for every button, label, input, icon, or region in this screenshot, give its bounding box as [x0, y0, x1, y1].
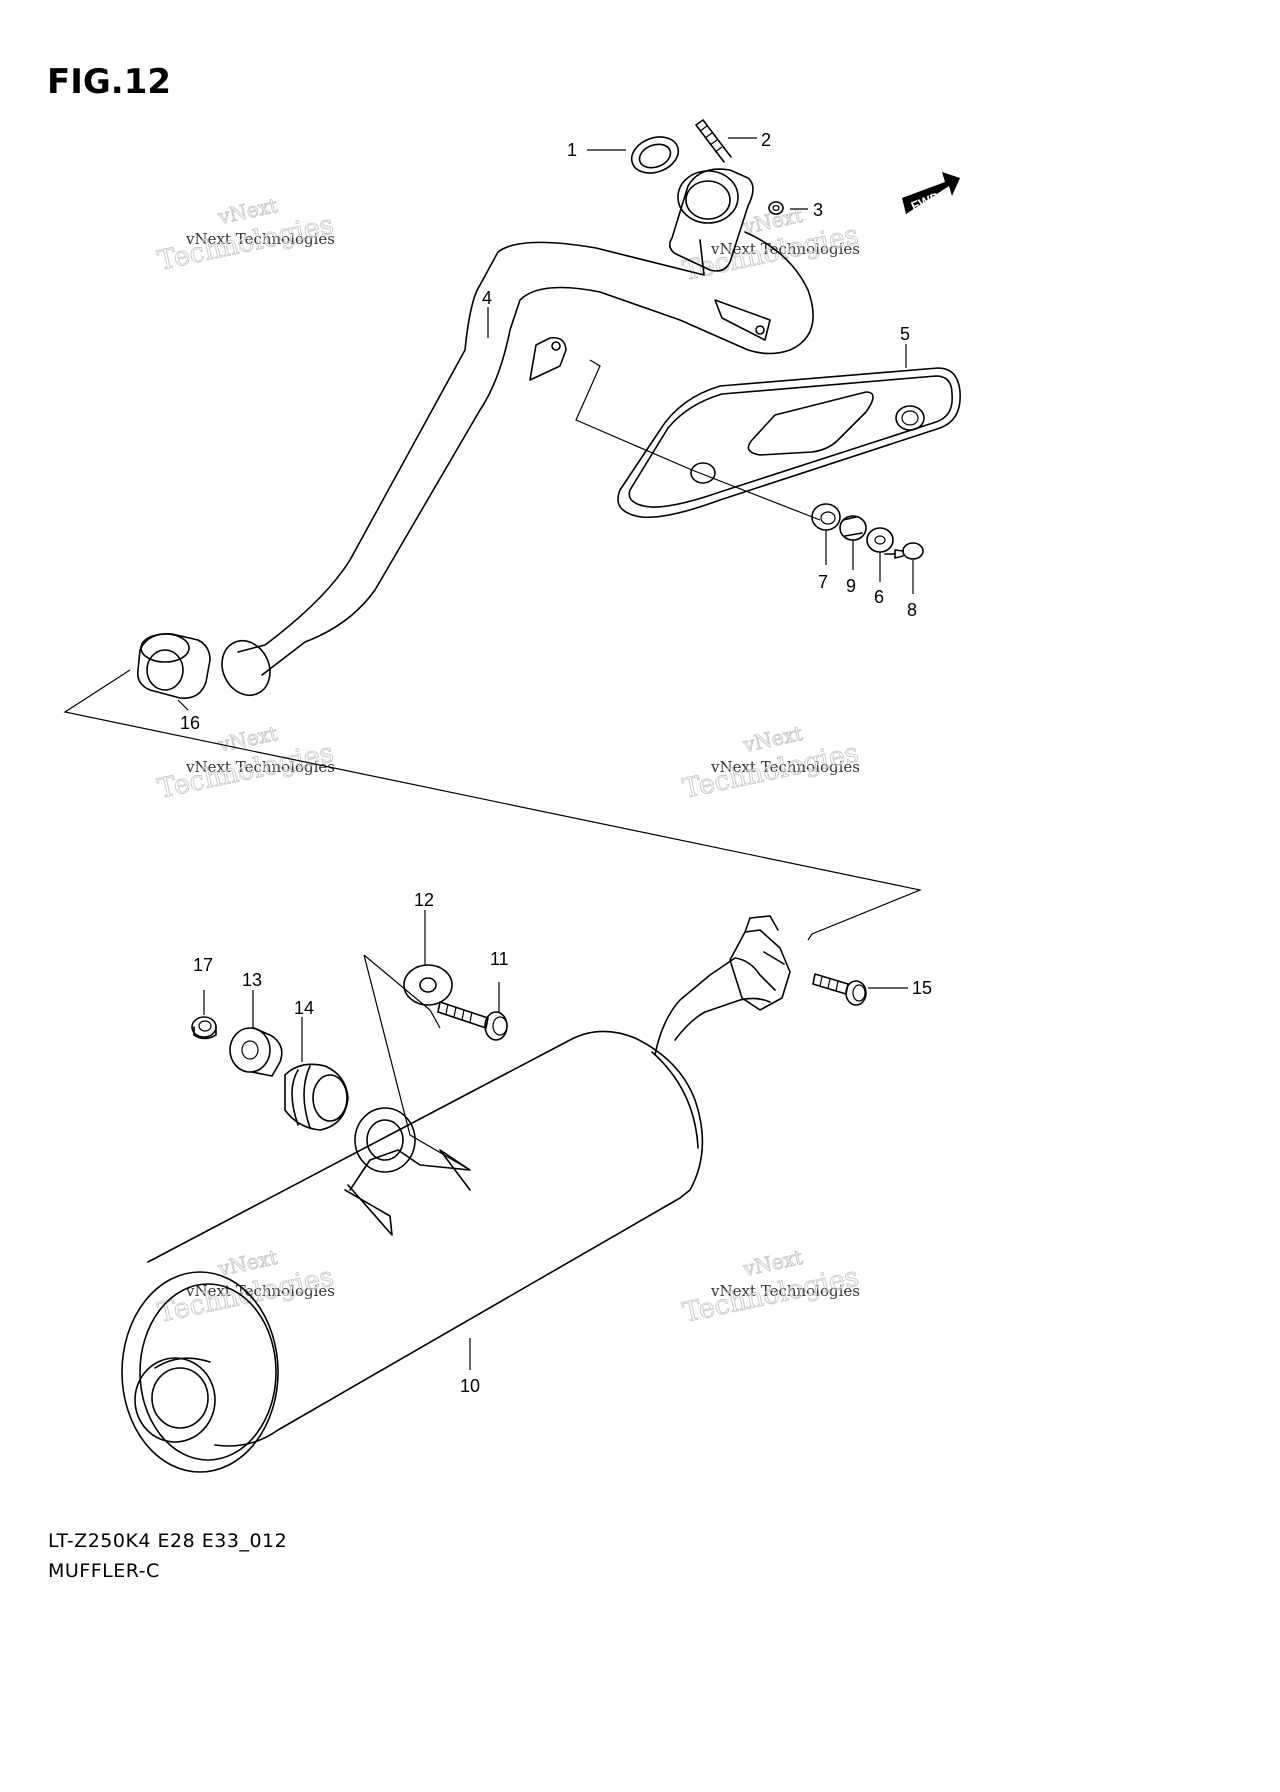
watermark-text: vNext Technologies	[710, 1282, 860, 1300]
callout-9: 9	[846, 576, 856, 596]
part-7-grommet	[811, 503, 841, 531]
watermark-text: vNext Technologies	[710, 758, 860, 776]
callout-numbers: 1 2 3 4 5 6 7 8 9 10 11 12 13 14 15 16 1…	[180, 130, 932, 1396]
callout-3: 3	[813, 200, 823, 220]
watermark-2: vNext vNext Technologies Technologies	[680, 203, 862, 288]
callout-10: 10	[460, 1376, 480, 1396]
callout-13: 13	[242, 970, 262, 990]
part-9-collar	[839, 515, 867, 541]
callout-4: 4	[482, 288, 492, 308]
part-6-washer	[866, 527, 894, 553]
watermark-text: vNext Technologies	[710, 240, 860, 258]
part-14-grommet	[284, 1063, 349, 1131]
leader-lines	[63, 137, 923, 1370]
part-11-bolt	[437, 1001, 508, 1041]
part-2-stud	[695, 119, 732, 163]
part-1-gasket	[630, 136, 680, 174]
callout-17: 17	[193, 955, 213, 975]
part-16-sleeve	[136, 633, 211, 699]
watermark-text: vNext Technologies	[185, 758, 335, 776]
figure-title: FIG.12	[47, 62, 172, 102]
callout-2: 2	[761, 130, 771, 150]
figure-name: MUFFLER-C	[48, 1560, 160, 1582]
callout-1: 1	[567, 140, 577, 160]
part-3-nut	[768, 201, 784, 215]
watermark-6: vNext vNext Technologies Technologies	[680, 1245, 862, 1330]
watermark-1: vNext vNext Technologies Technologies	[155, 193, 337, 278]
part-5-heat-shield	[617, 367, 961, 519]
watermark-4: vNext vNext Technologies Technologies	[680, 721, 862, 806]
figure-code: LT-Z250K4 E28 E33_012	[48, 1530, 288, 1552]
part-15-bolt	[812, 973, 867, 1006]
callout-14: 14	[294, 998, 314, 1018]
callout-15: 15	[912, 978, 932, 998]
fwd-label: FWD	[909, 189, 942, 214]
callout-8: 8	[907, 600, 917, 620]
callout-6: 6	[874, 587, 884, 607]
part-8-bolt	[884, 542, 924, 560]
watermark-5: vNext vNext Technologies Technologies	[155, 1245, 337, 1330]
part-12-washer	[403, 964, 453, 1006]
callout-7: 7	[818, 572, 828, 592]
callout-5: 5	[900, 324, 910, 344]
part-17-nut	[191, 1016, 217, 1040]
callout-12: 12	[414, 890, 434, 910]
part-10-muffler	[121, 915, 791, 1473]
part-13-collar	[229, 1027, 283, 1077]
callout-11: 11	[490, 949, 509, 969]
watermark-group: vNext vNext Technologies Technologies vN…	[155, 193, 862, 1330]
callout-16: 16	[180, 713, 200, 733]
part-4-exhaust-pipe	[221, 168, 814, 696]
watermark-text: vNext Technologies	[185, 230, 335, 248]
fwd-arrow-icon: FWD	[902, 172, 960, 214]
